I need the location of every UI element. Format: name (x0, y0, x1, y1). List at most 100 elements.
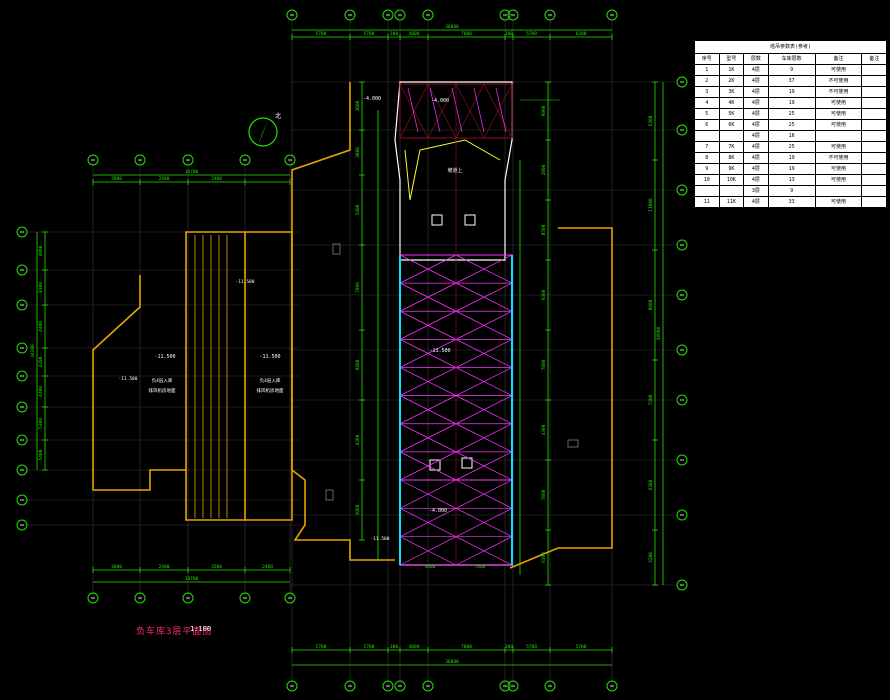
elevation-label: -11.500 (119, 376, 138, 382)
dim-total-label: 10700 (185, 169, 199, 175)
truss-member (399, 310, 457, 340)
truss-member (399, 282, 457, 312)
axis-bubble (394, 9, 406, 21)
axis-bubble (382, 9, 394, 21)
column-icon (429, 459, 441, 471)
table-cell (861, 152, 887, 164)
column-icon (332, 243, 341, 255)
truss-member (399, 479, 457, 509)
dim-label: 4200 (38, 386, 44, 397)
truss-zones (399, 83, 513, 566)
table-cell (718, 130, 745, 142)
dim-label: 6300 (648, 115, 654, 126)
dim-label: 300 (505, 644, 513, 650)
dim-label: 11000 (648, 198, 654, 212)
table-cell: 25 (767, 108, 816, 120)
dim-label: 5700 (316, 31, 327, 37)
column-icon (567, 439, 579, 448)
truss-member (399, 536, 457, 566)
axis-bubble (507, 680, 519, 692)
axis-bubble (344, 9, 356, 21)
truss-member (455, 536, 513, 566)
dim-label: 4800 (409, 31, 420, 37)
table-cell: 13 (767, 174, 816, 186)
truss-member (407, 87, 419, 133)
truss-member (399, 83, 429, 139)
truss-member (455, 339, 513, 368)
dim-label: 9300 (541, 289, 547, 300)
table-cell: 不可使用 (814, 86, 863, 98)
table-cell: 10K (718, 174, 745, 186)
table-cell: 可使用 (814, 174, 863, 186)
table-cell (861, 75, 887, 87)
elevation-label: -4.000 (429, 508, 447, 514)
table-cell: 4层 (743, 141, 769, 153)
truss-member (455, 254, 513, 284)
dim-label: 5300 (38, 418, 44, 429)
truss-member (429, 87, 441, 133)
axis-bubble (16, 494, 28, 506)
table-cell: 11 (694, 196, 720, 208)
elevation-label: -11.500 (154, 354, 175, 360)
dim-label: 8100 (38, 282, 44, 293)
dim-label: 5700 (364, 31, 375, 37)
axis-bubble (134, 154, 146, 166)
column-icon (464, 214, 476, 226)
dim-label: 6300 (576, 31, 587, 37)
table-cell: 2K (718, 75, 745, 87)
dim-label: 7800 (461, 31, 472, 37)
axis-bubble (606, 9, 618, 21)
dim-label: 2800 (541, 164, 547, 175)
table-header-cell: 车库层数 (767, 53, 816, 65)
table-cell: 25 (767, 141, 816, 153)
table-cell: 4层 (743, 97, 769, 109)
truss-member (455, 395, 513, 425)
table-cell: 10 (694, 174, 720, 186)
axis-bubble (676, 579, 688, 591)
axis-bubble (676, 454, 688, 466)
table-cell (718, 185, 745, 197)
north-arrow-circle (248, 117, 278, 147)
dim-label: 2000 (355, 504, 361, 515)
dim-label: 5700 (576, 644, 587, 650)
axis-bubble (284, 154, 296, 166)
dim-label: 4300 (541, 424, 547, 435)
truss-member (427, 83, 457, 139)
column-icon (431, 214, 443, 226)
axis-bubble (182, 592, 194, 604)
table-cell: 37 (767, 75, 816, 87)
table-cell (861, 86, 887, 98)
table-cell: 4 (694, 97, 720, 109)
table-cell: 1 (694, 64, 720, 76)
plan-labels: -4.000-11.500-11.500-11.500-4.000-4.000-… (119, 96, 486, 570)
dim-label: 6300 (648, 479, 654, 490)
axis-bubble (239, 592, 251, 604)
table-cell: 19 (767, 163, 816, 175)
dim-total-label: 38900 (656, 326, 662, 340)
table-cell: 4层 (743, 163, 769, 175)
dim-label: 7800 (475, 564, 486, 570)
table-header-cell: 备注 (814, 53, 863, 65)
table-cell: 可使用 (814, 97, 863, 109)
wall-outline (509, 227, 613, 569)
table-cell: 4层 (743, 130, 769, 142)
table-cell: 33 (767, 196, 816, 208)
truss-member (455, 282, 513, 312)
table-cell: 11K (718, 196, 745, 208)
table-cell: 4层 (743, 108, 769, 120)
table-cell: 3K (718, 86, 745, 98)
table-cell (694, 130, 720, 142)
elevation-label: -4.000 (431, 98, 449, 104)
table-cell (861, 174, 887, 186)
dim-label: 8800 (648, 299, 654, 310)
axis-bubble (544, 9, 556, 21)
axis-bubble (87, 154, 99, 166)
table-cell: 可使用 (814, 108, 863, 120)
